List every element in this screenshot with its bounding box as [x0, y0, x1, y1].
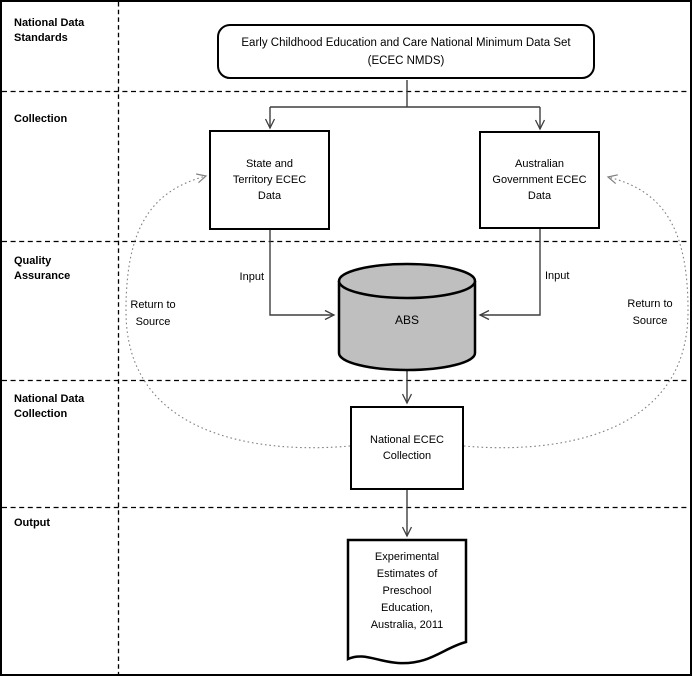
lane-label-national-data-standards: National Data Standards	[14, 17, 85, 44]
cylinder-body	[337, 281, 477, 372]
abs-database-cylinder	[337, 262, 477, 372]
lane-label-national-data-collection: National Data Collection	[14, 393, 85, 420]
edge-label-input-right: Input	[545, 270, 570, 282]
edge-label-return-to-source-right: Return to Source	[627, 298, 673, 327]
edge-label-return-to-source-left: Return to Source	[130, 299, 176, 328]
arrow-australian-gov-to-abs	[478, 229, 541, 321]
edge-label-input-left: Input	[239, 271, 264, 283]
lane-label-quality-assurance: Quality Assurance	[14, 255, 71, 282]
cylinder-top	[337, 262, 477, 300]
lane-label-output: Output	[14, 517, 51, 529]
output-document-text: Experimental Estimates of Preschool Educ…	[370, 551, 444, 631]
arrow-state-territory-to-abs	[269, 230, 336, 321]
node-state-territory-ecec-data: State and Territory ECEC Data	[209, 130, 330, 230]
output-document-shape	[346, 538, 468, 665]
abs-cylinder-label: ABS	[394, 313, 419, 327]
node-ecec-nmds: Early Childhood Education and Care Natio…	[217, 24, 595, 79]
connector-nmds-branch	[270, 80, 540, 108]
lane-label-collection: Collection	[14, 113, 68, 125]
node-national-ecec-collection: National ECEC Collection	[350, 406, 464, 490]
node-australian-government-ecec-data: Australian Government ECEC Data	[479, 131, 600, 229]
